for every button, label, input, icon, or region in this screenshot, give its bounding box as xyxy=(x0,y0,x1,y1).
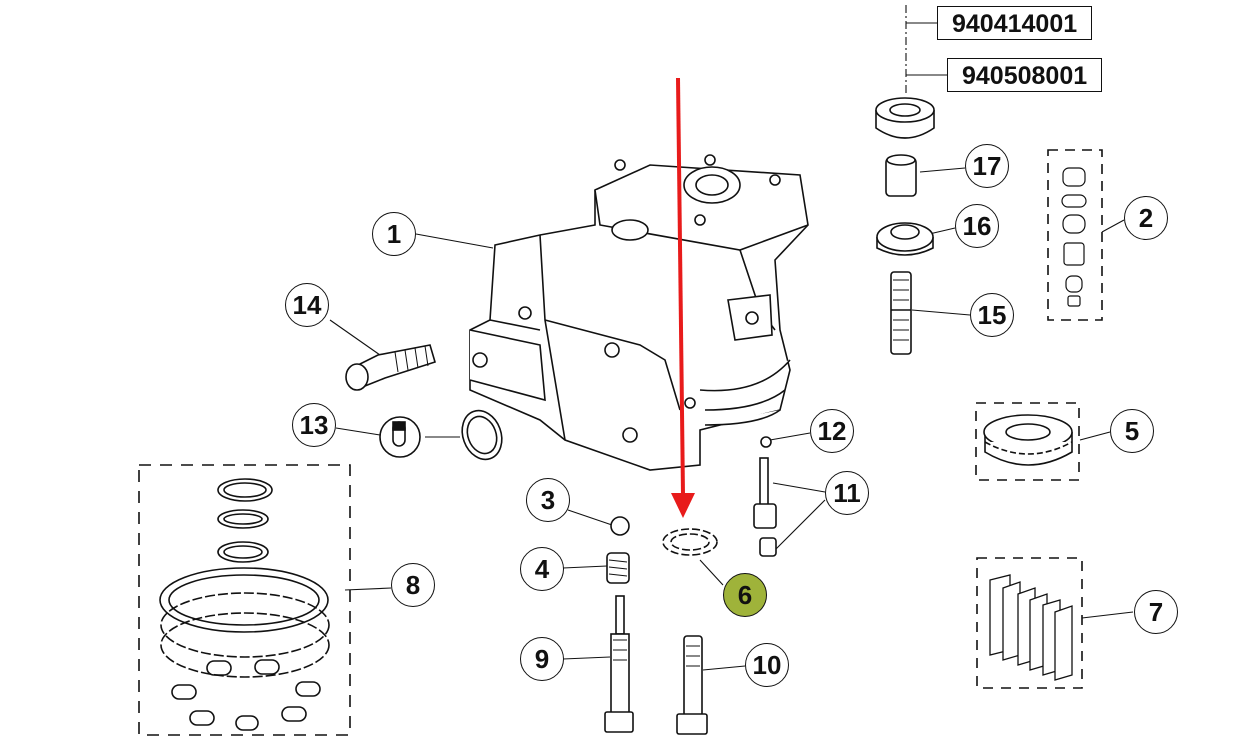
callout-6-highlighted: 6 xyxy=(723,573,767,617)
ring-part-6 xyxy=(662,528,718,556)
leader-lines xyxy=(329,5,1134,671)
ball-part-3 xyxy=(610,516,630,536)
kit-box-part-5 xyxy=(975,402,1080,481)
callout-2: 2 xyxy=(1124,196,1168,240)
plug-part-13 xyxy=(379,409,503,461)
callout-17: 17 xyxy=(965,144,1009,188)
callout-4: 4 xyxy=(520,547,564,591)
callout-9: 9 xyxy=(520,637,564,681)
valve-part-9 xyxy=(604,595,634,733)
callout-12: 12 xyxy=(810,409,854,453)
bolt-part-10 xyxy=(676,635,708,735)
spring-part-4 xyxy=(606,552,630,584)
callout-10: 10 xyxy=(745,643,789,687)
housing-part-1 xyxy=(469,154,809,471)
part-number-box: 940414001 xyxy=(937,6,1093,40)
callout-8: 8 xyxy=(391,563,435,607)
stud-part-15 xyxy=(890,271,912,355)
sleeve-part-17 xyxy=(885,154,917,197)
callout-3: 3 xyxy=(526,478,570,522)
pin-part-11 xyxy=(753,457,777,557)
callout-14: 14 xyxy=(285,283,329,327)
callout-16: 16 xyxy=(955,204,999,248)
bolt-part-14 xyxy=(345,344,436,391)
kit-box-part-2 xyxy=(1047,149,1103,321)
callout-5: 5 xyxy=(1110,409,1154,453)
kit-box-part-7 xyxy=(976,557,1083,689)
callout-1: 1 xyxy=(372,212,416,256)
nut-part-16 xyxy=(876,222,934,256)
callout-15: 15 xyxy=(970,293,1014,337)
part-number-box: 940508001 xyxy=(947,58,1103,92)
callout-7: 7 xyxy=(1134,590,1178,634)
callout-13: 13 xyxy=(292,403,336,447)
kit-box-part-8 xyxy=(138,464,351,736)
red-arrow-pointer xyxy=(671,77,695,518)
cap-part xyxy=(875,97,935,139)
ball-part-12 xyxy=(760,436,772,448)
callout-11: 11 xyxy=(825,471,869,515)
